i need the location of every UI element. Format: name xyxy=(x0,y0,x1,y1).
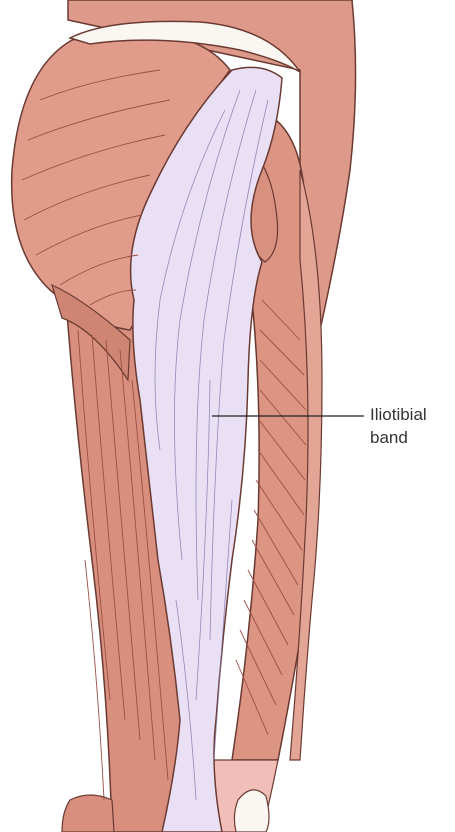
label-iliotibial: Iliotibial xyxy=(370,405,427,424)
label-band: band xyxy=(370,428,408,447)
calf-muscle xyxy=(62,795,114,832)
